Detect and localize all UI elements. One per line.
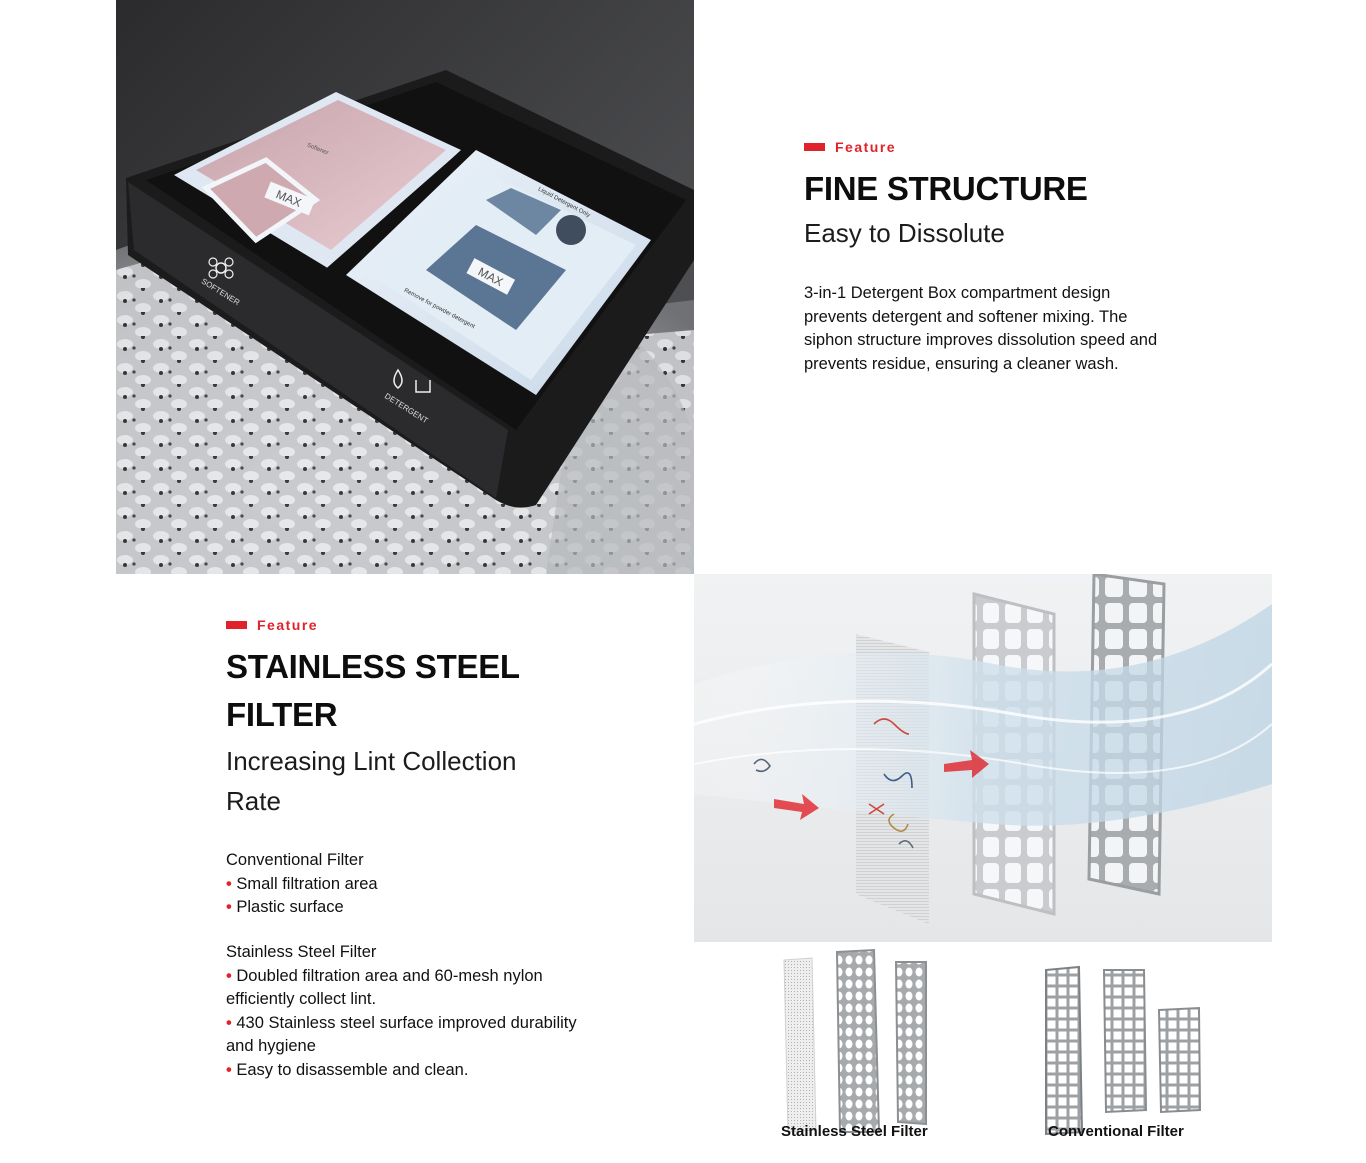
conventional-filter-block: Conventional Filter • Small filtration a…	[226, 849, 596, 920]
filter-water-illustration	[694, 574, 1272, 942]
filter-title-line1: STAINLESS STEEL	[226, 648, 520, 685]
feature-eyebrow-2: Feature	[226, 617, 318, 633]
filter-comparison-image: Stainless Steel Filter Conventional Filt…	[694, 942, 1272, 1163]
section-title: FINE STRUCTURE	[804, 170, 1088, 207]
conventional-heading: Conventional Filter	[226, 851, 364, 869]
flow-arrow-icon	[774, 794, 819, 820]
filter-subtitle-line1: Increasing Lint Collection	[226, 746, 517, 776]
bullet-dot: •	[226, 966, 237, 985]
water-drop-icon	[393, 368, 431, 393]
accent-bar	[804, 143, 825, 151]
list-item: • Plastic surface	[226, 898, 344, 916]
list-item: • Doubled filtration area and 60-mesh ny…	[226, 966, 543, 1009]
feature-eyebrow: Feature	[804, 139, 896, 155]
list-item: • Small filtration area	[226, 874, 378, 893]
stainless-heading: Stainless Steel Filter	[226, 943, 377, 961]
filter-title-line2: FILTER	[226, 696, 338, 733]
section-subtitle: Easy to Dissolute	[804, 218, 1005, 248]
conventional-filter-caption: Conventional Filter	[1048, 1123, 1184, 1140]
filter-subtitle: Increasing Lint Collection Rate	[226, 741, 517, 821]
flow-arrow-icon-2	[944, 750, 989, 778]
stainless-filter-block: Stainless Steel Filter • Doubled filtrat…	[226, 941, 596, 1082]
bullet-dot: •	[226, 898, 237, 916]
eyebrow-label: Feature	[835, 139, 897, 155]
bullet-dot: •	[226, 874, 237, 893]
filter-title: STAINLESS STEEL FILTER	[226, 643, 520, 739]
flower-icon	[208, 257, 234, 279]
bullet-dot: •	[226, 1060, 237, 1079]
eyebrow-label-2: Feature	[257, 617, 319, 633]
filter-subtitle-line2: Rate	[226, 786, 281, 816]
detergent-drawer-image: MAX Softener MAX Liquid Detergent Only R…	[116, 0, 694, 574]
stainless-filter-caption: Stainless Steel Filter	[781, 1123, 928, 1140]
list-item: • 430 Stainless steel surface improved d…	[226, 1013, 577, 1056]
list-item: • Easy to disassemble and clean.	[226, 1060, 469, 1079]
bullet-dot: •	[226, 1013, 237, 1032]
accent-bar-2	[226, 621, 247, 629]
section-body: 3-in-1 Detergent Box compartment design …	[804, 284, 1158, 373]
